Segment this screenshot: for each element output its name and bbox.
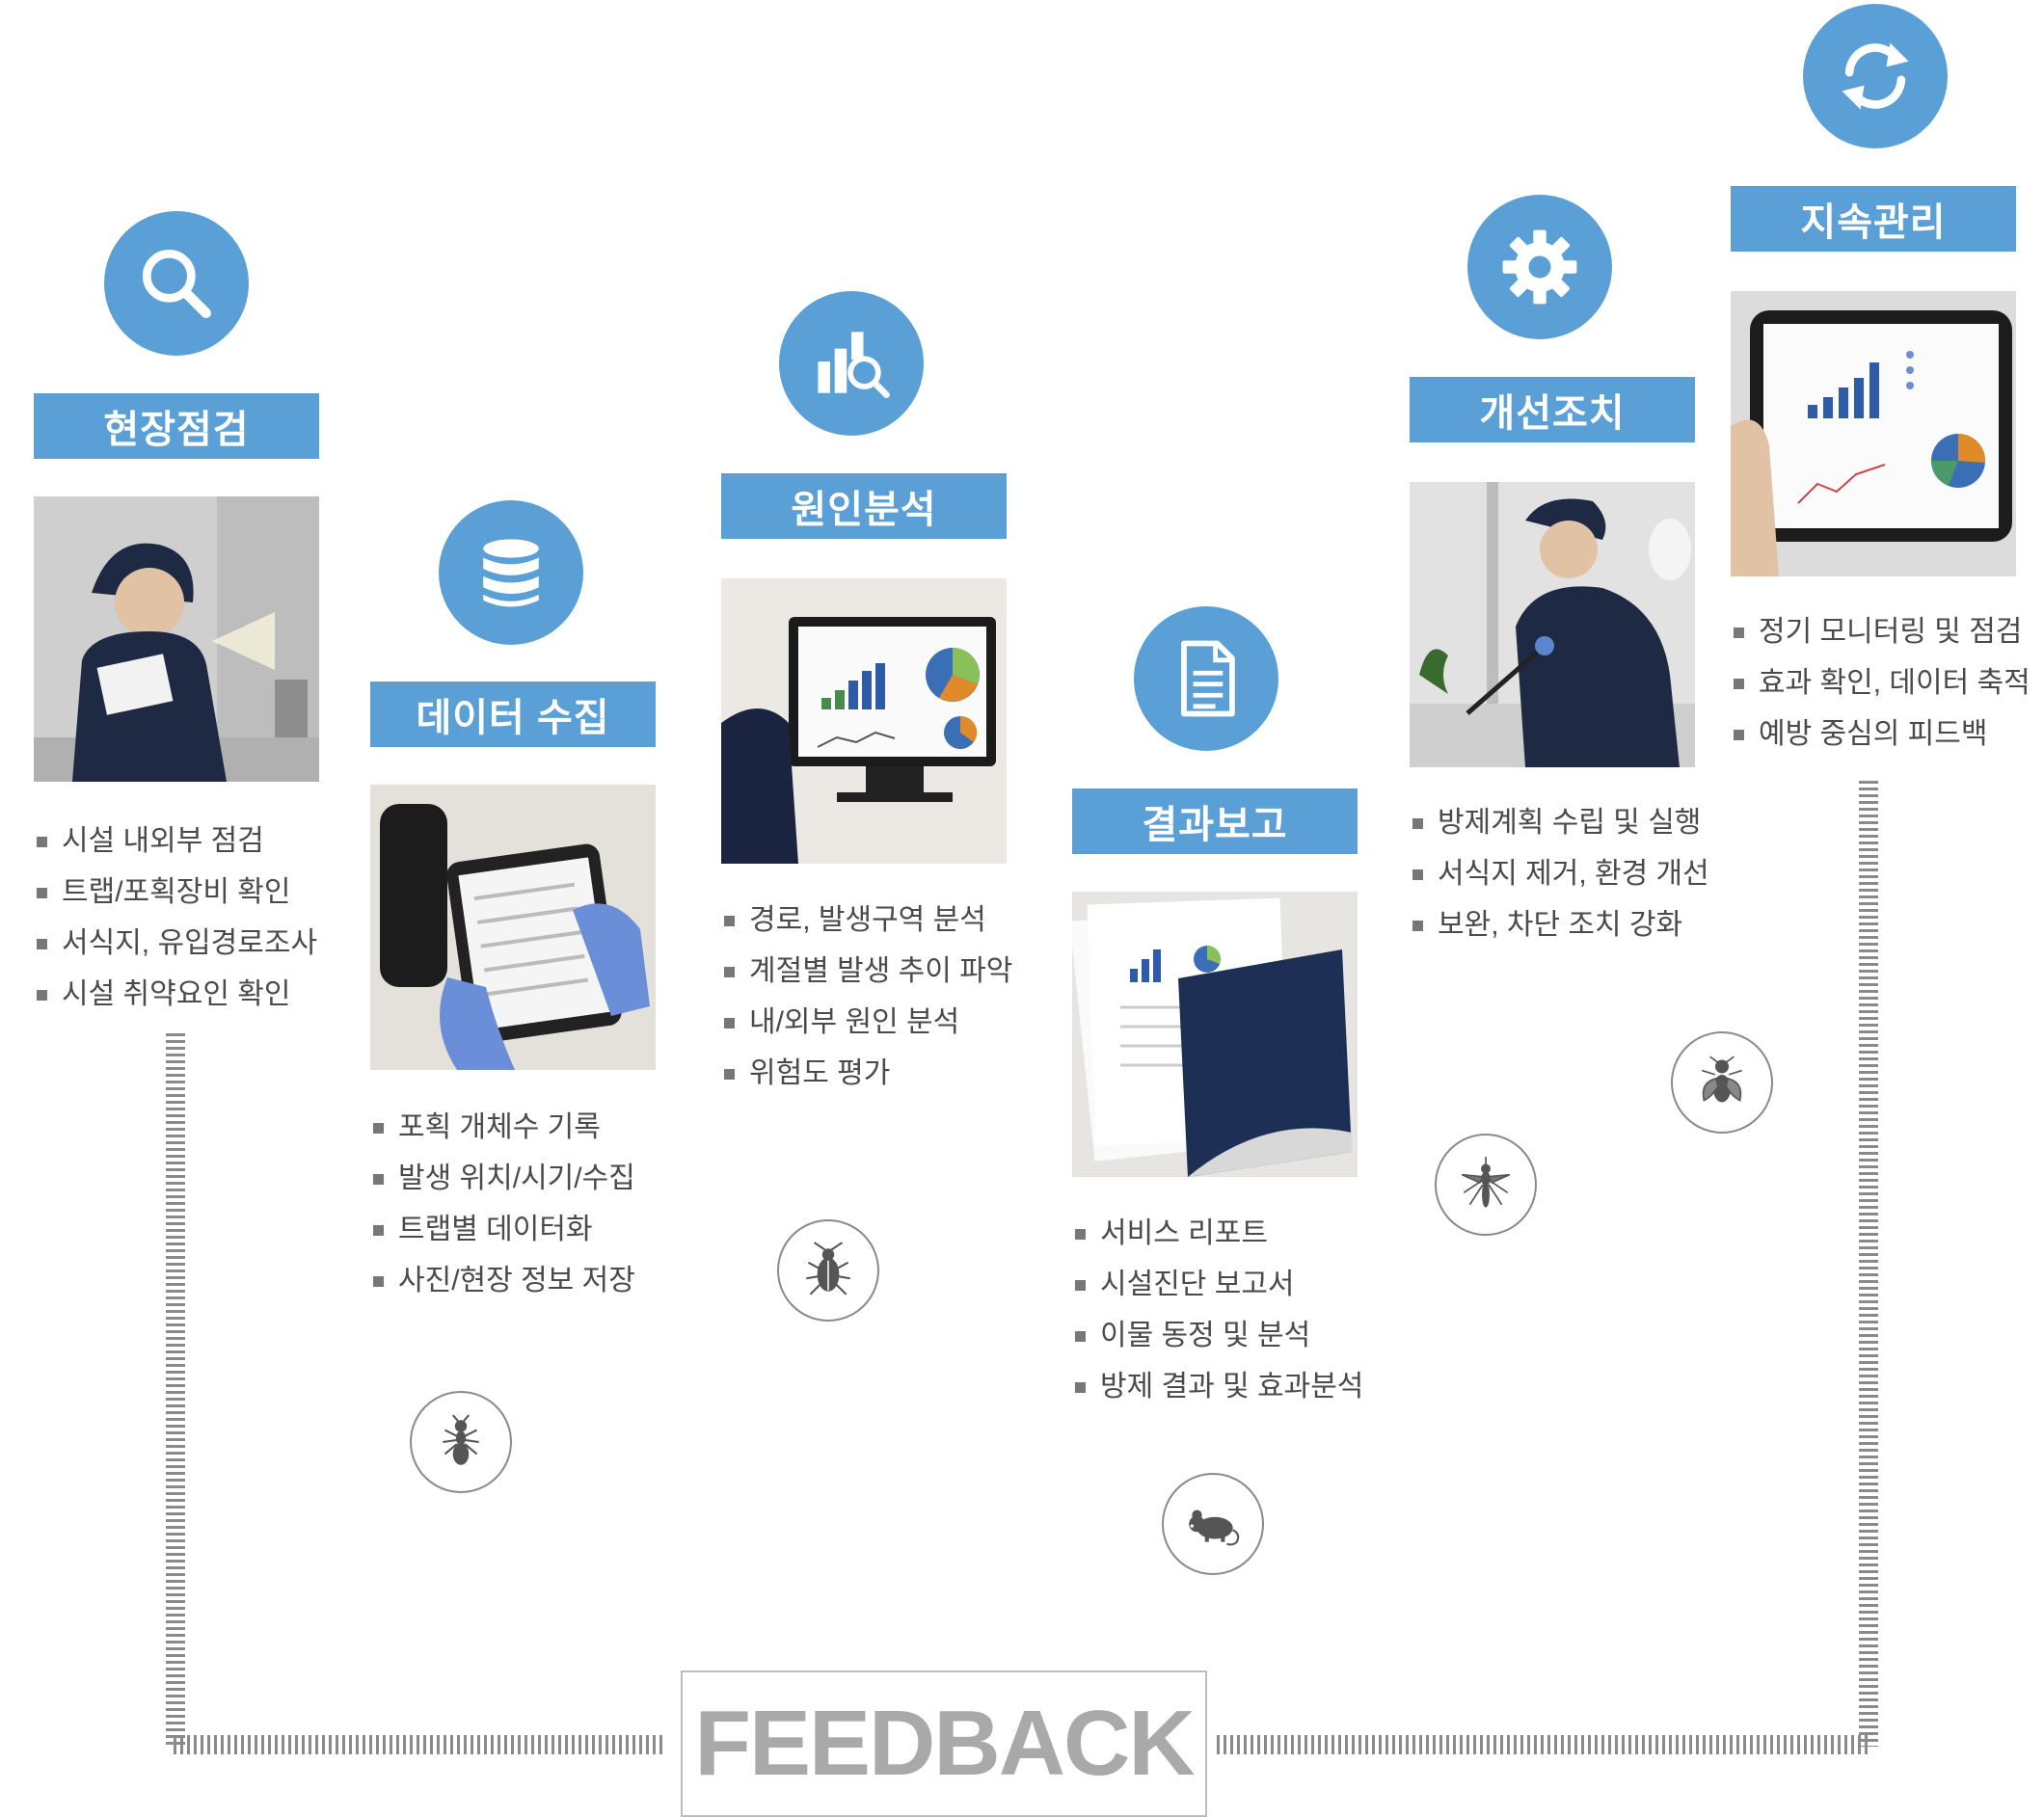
- mouse-icon: [1162, 1473, 1264, 1575]
- list-item: 효과 확인, 데이터 축적: [1734, 657, 2032, 708]
- step-bullets: 서비스 리포트 시설진단 보고서 이물 동정 및 분석 방제 결과 및 효과분석: [1075, 1208, 1374, 1412]
- step-bullets: 경로, 발생구역 분석 계절별 발생 추이 파악 내/외부 원인 분석 위험도 …: [724, 895, 1023, 1099]
- list-item: 정기 모니터링 및 점검: [1734, 606, 2032, 657]
- data-collection-photo: [370, 785, 656, 1070]
- list-item: 경로, 발생구역 분석: [724, 895, 1023, 946]
- feedback-line-bottom-right: [1217, 1735, 1869, 1754]
- refresh-icon: [1803, 4, 1948, 148]
- feedback-line-left: [166, 1033, 185, 1747]
- list-item: 보완, 차단 조치 강화: [1412, 899, 1711, 950]
- list-item: 방제계획 수립 및 실행: [1412, 797, 1711, 848]
- cockroach-icon: [777, 1219, 879, 1322]
- step-title: 지속관리: [1731, 186, 2016, 252]
- list-item: 서식지 제거, 환경 개선: [1412, 848, 1711, 899]
- list-item: 예방 중심의 피드백: [1734, 708, 2032, 760]
- feedback-line-right: [1859, 781, 1878, 1747]
- list-item: 시설 취약요인 확인: [37, 969, 336, 1020]
- feedback-box: FEEDBACK: [681, 1670, 1207, 1817]
- list-item: 서비스 리포트: [1075, 1208, 1374, 1259]
- report-photo: [1072, 892, 1358, 1177]
- list-item: 사진/현장 정보 저장: [373, 1255, 672, 1306]
- fly-icon: [1671, 1031, 1773, 1134]
- step-title: 개선조치: [1410, 377, 1695, 442]
- step-bullets: 포획 개체수 기록 발생 위치/시기/수집 트랩별 데이터화 사진/현장 정보 …: [373, 1102, 672, 1306]
- treatment-photo: [1410, 482, 1695, 767]
- list-item: 시설 내외부 점검: [37, 815, 336, 867]
- list-item: 발생 위치/시기/수집: [373, 1153, 672, 1204]
- list-item: 트랩/포획장비 확인: [37, 867, 336, 918]
- step-bullets: 정기 모니터링 및 점검 효과 확인, 데이터 축적 예방 중심의 피드백: [1734, 606, 2032, 760]
- step-title: 원인분석: [721, 473, 1007, 539]
- feedback-line-bottom-left: [174, 1735, 665, 1754]
- mosquito-icon: [1435, 1134, 1537, 1236]
- gear-icon: [1467, 195, 1612, 339]
- list-item: 포획 개체수 기록: [373, 1102, 672, 1153]
- list-item: 서식지, 유입경로조사: [37, 918, 336, 969]
- step-title: 데이터 수집: [370, 681, 656, 747]
- monitoring-photo: [1731, 291, 2016, 576]
- document-icon: [1134, 606, 1278, 751]
- inspection-photo: [34, 496, 319, 782]
- analysis-photo: [721, 578, 1007, 864]
- list-item: 내/외부 원인 분석: [724, 997, 1023, 1048]
- search-icon: [104, 211, 249, 356]
- list-item: 시설진단 보고서: [1075, 1259, 1374, 1310]
- step-bullets: 방제계획 수립 및 실행 서식지 제거, 환경 개선 보완, 차단 조치 강화: [1412, 797, 1711, 950]
- step-bullets: 시설 내외부 점검 트랩/포획장비 확인 서식지, 유입경로조사 시설 취약요인…: [37, 815, 336, 1020]
- database-icon: [439, 500, 583, 645]
- list-item: 계절별 발생 추이 파악: [724, 946, 1023, 997]
- chart-search-icon: [779, 291, 924, 436]
- list-item: 트랩별 데이터화: [373, 1204, 672, 1255]
- list-item: 위험도 평가: [724, 1048, 1023, 1099]
- step-title: 현장점검: [34, 393, 319, 459]
- list-item: 이물 동정 및 분석: [1075, 1310, 1374, 1361]
- ant-icon: [410, 1391, 512, 1493]
- step-title: 결과보고: [1072, 788, 1358, 854]
- list-item: 방제 결과 및 효과분석: [1075, 1361, 1374, 1412]
